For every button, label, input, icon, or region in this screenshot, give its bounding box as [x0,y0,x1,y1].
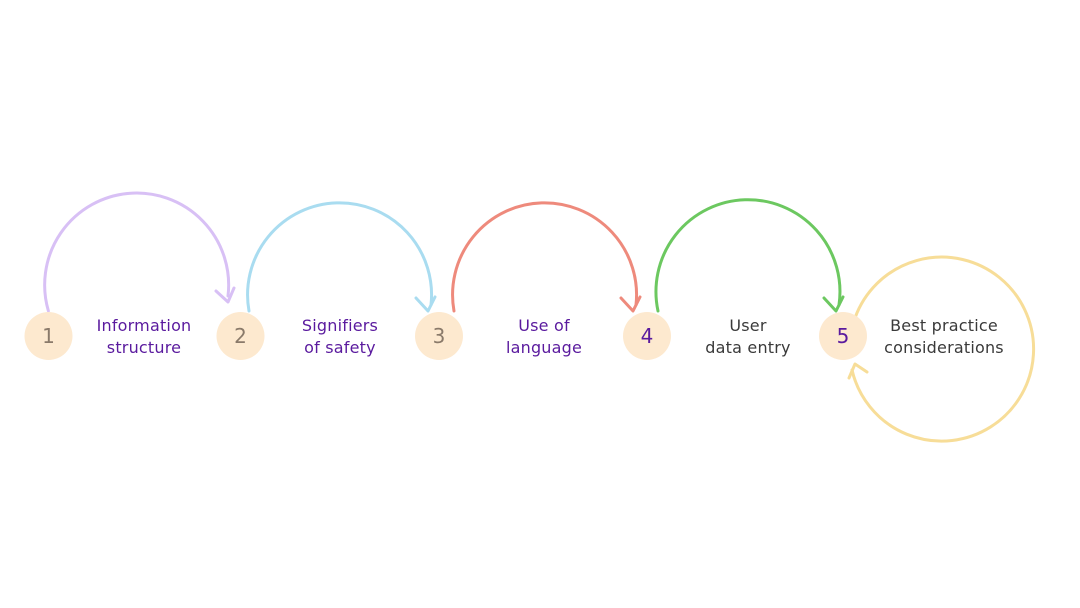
step-label-2-line1: Signifiers [301,316,379,335]
arrowhead-4 [822,295,845,313]
step-label-3-line2: language [505,338,583,357]
ring-3 [451,201,639,313]
arrowhead-1 [214,286,236,304]
arrowhead-3 [619,295,642,313]
step-label-2-line2: of safety [304,338,376,357]
step-label-4: User data entry [673,315,823,359]
ring-1 [43,191,231,313]
step-label-4-line2: data entry [705,338,791,357]
step-label-2: Signifiers of safety [265,315,415,359]
step-label-1-line2: structure [106,338,182,357]
step-number-4: 4 [641,324,654,348]
step-number-1: 1 [42,324,55,348]
step-label-5: Best practice considerations [869,315,1019,359]
ring-2 [246,201,434,313]
arrowhead-5 [847,362,869,380]
step-number-5: 5 [837,324,850,348]
step-badge-2 [216,312,265,360]
step-badge-4 [623,312,671,360]
step-label-4-line1: User [729,316,767,335]
step-number-3: 3 [433,324,446,348]
step-label-3-line1: Use of [518,316,570,335]
ring-4 [654,198,842,313]
step-badge-3 [415,312,463,360]
step-label-5-line1: Best practice [890,316,998,335]
step-label-1: Information structure [69,315,219,359]
step-label-1-line1: Information [96,316,192,335]
step-number-2: 2 [234,324,247,348]
step-label-5-line2: considerations [884,338,1004,357]
ring-5 [850,255,1036,443]
arrowhead-2 [414,295,437,313]
step-badge-5 [819,312,867,360]
step-badge-1 [24,312,73,360]
step-label-3: Use of language [469,315,619,359]
